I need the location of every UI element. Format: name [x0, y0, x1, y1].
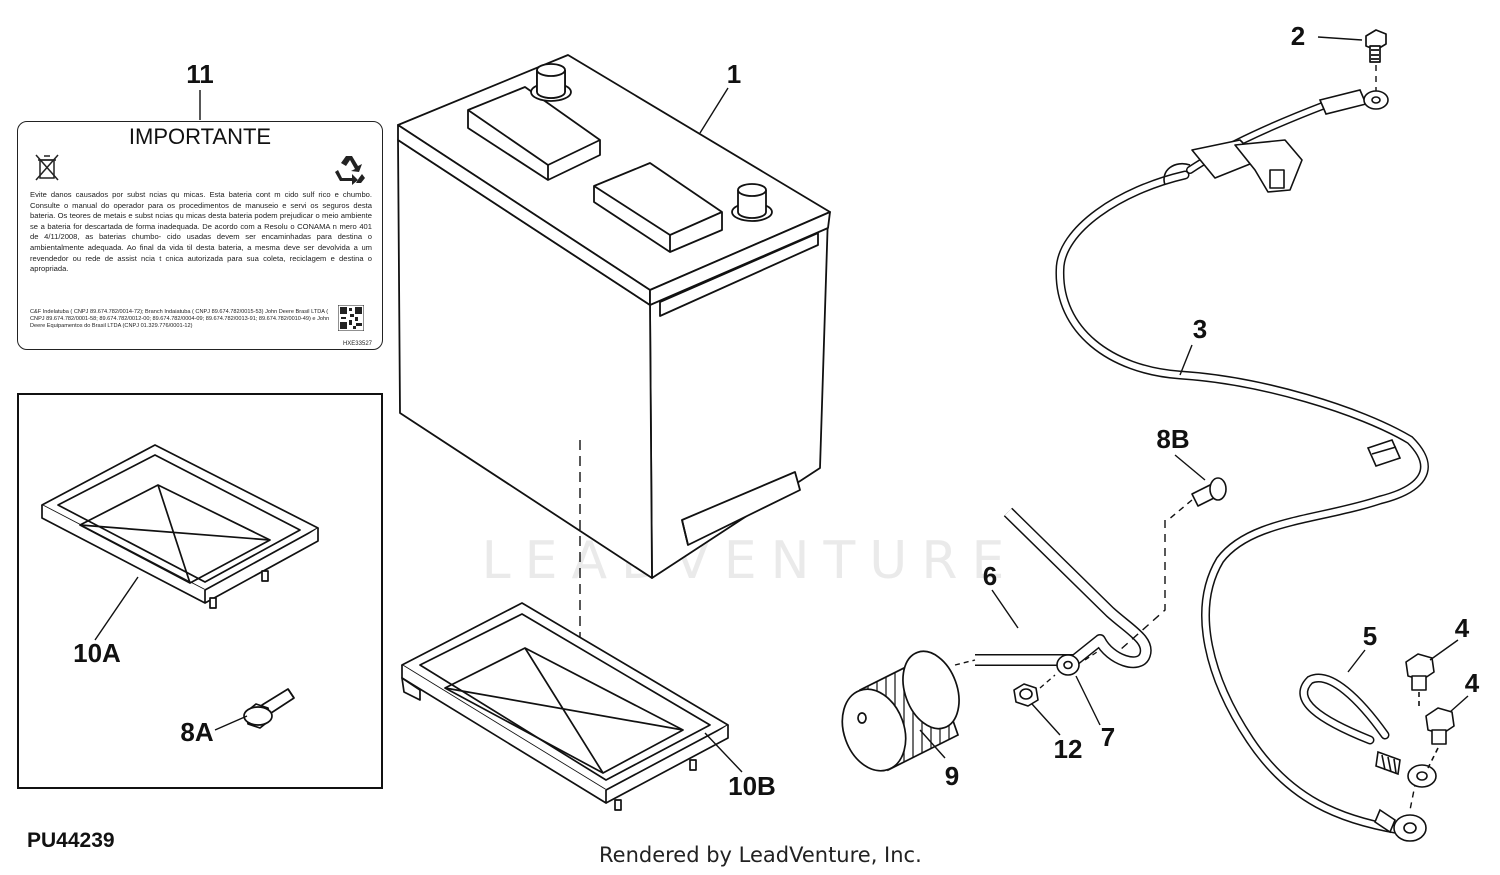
bolt-8a: [243, 688, 295, 729]
callout-3: 3: [1193, 314, 1207, 344]
cable-3: [1055, 101, 1429, 835]
recycle-icon: [335, 156, 365, 185]
callout-10b: 10B: [728, 771, 776, 801]
bolt-4-upper: [1405, 653, 1435, 706]
cable-connector: [1366, 439, 1402, 467]
label-body-text: Evite danos causados por subst ncias qu …: [30, 190, 372, 274]
ring-terminal-bottom: [1374, 808, 1427, 842]
hold-down-rod-6: [975, 507, 1152, 669]
bolt-4-lower: [1425, 707, 1455, 769]
washer-7: [1056, 654, 1080, 676]
callout-5: 5: [1363, 621, 1377, 651]
callout-6: 6: [983, 561, 997, 591]
ring-terminal-top: [1318, 89, 1389, 115]
warning-label-11: IMPORTANTE Evite danos causados por subs…: [17, 121, 383, 350]
callout-8a: 8A: [180, 717, 213, 747]
render-credit: Rendered by LeadVenture, Inc.: [599, 843, 922, 867]
label-part-code: HXE33527: [342, 341, 372, 347]
callout-9: 9: [945, 761, 959, 791]
watermark-text: LEADVENTURE: [482, 531, 1019, 591]
callout-10a: 10A: [73, 638, 121, 668]
callout-4-upper: 4: [1455, 613, 1470, 643]
knob-9: [841, 650, 960, 772]
callouts: 1 2 3 4 4 5 6 7 8A 8B 9 10A 10B 11 12: [73, 21, 1480, 801]
callout-12: 12: [1054, 734, 1083, 764]
crossed-bin-icon: [35, 154, 59, 181]
callout-2: 2: [1291, 21, 1305, 51]
callout-7: 7: [1101, 722, 1115, 752]
ring-terminal-5: [1375, 750, 1437, 788]
diagram-id: PU44239: [27, 829, 115, 852]
battery-tray-10a: [41, 444, 319, 609]
callout-1: 1: [727, 59, 741, 89]
battery-tray-10b: [401, 602, 729, 811]
inset-frame: [17, 393, 383, 789]
label-title: IMPORTANTE: [128, 124, 272, 149]
leader-lines: [94, 36, 1469, 773]
qr-code-icon: [338, 305, 364, 331]
callout-4-lower: 4: [1465, 668, 1480, 698]
callout-8b: 8B: [1156, 424, 1189, 454]
nut-12: [1013, 683, 1039, 707]
terminal-clamp: [1163, 139, 1303, 193]
battery: [397, 54, 831, 579]
cable-5: [1299, 673, 1390, 745]
callout-11: 11: [186, 59, 214, 89]
bolt-2: [1365, 29, 1387, 63]
label-fine-print: C&F Indelatuba ( CNPJ 89.674.782/0014-72…: [30, 309, 330, 329]
bolt-8b: [1191, 477, 1227, 507]
